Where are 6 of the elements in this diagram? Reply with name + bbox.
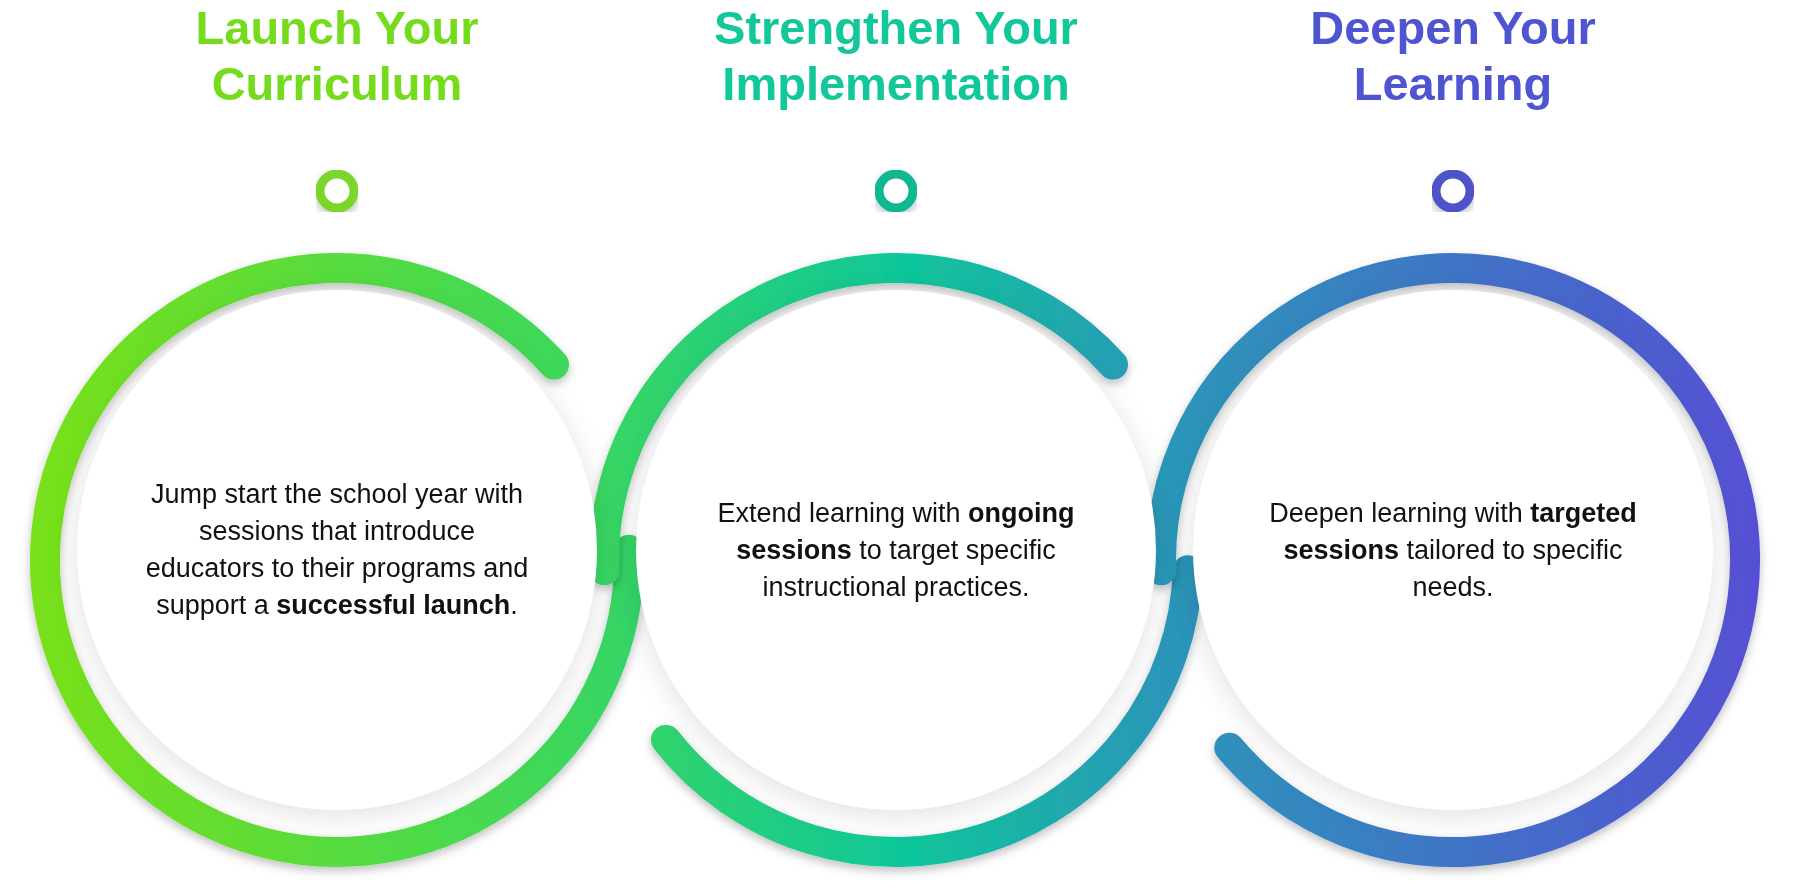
stage-heading: Strengthen Your Implementation — [713, 0, 1079, 112]
description-text: Deepen learning with targeted sessions tailored to specific needs. — [1268, 496, 1638, 604]
description-text: Jump start the school year with sessions that introduce educators to their programs and support a successful launch. — [144, 478, 530, 622]
stage-heading: Deepen Your Learning — [1309, 0, 1597, 112]
description-text: Extend learning with ongoing sessions to target specific instructional practices. — [716, 496, 1076, 604]
stage-heading: Launch Your Curriculum — [194, 0, 480, 112]
